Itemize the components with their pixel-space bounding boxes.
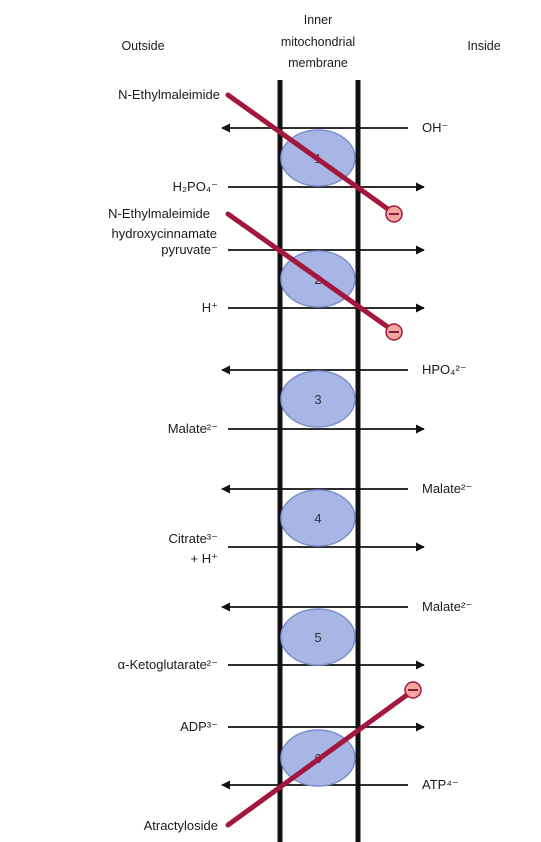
inhibitor-2: N-Ethylmaleimide hydroxycinnamate	[108, 206, 403, 341]
carrier-2: 2 pyruvate⁻ H⁺	[161, 242, 425, 315]
label-citrate-proton: + H⁺	[191, 551, 218, 566]
header-outside: Outside	[121, 39, 164, 53]
label-ketoglutarate: α-Ketoglutarate²⁻	[118, 657, 218, 672]
carrier-4: 4 Malate²⁻ Citrate³⁻ + H⁺	[169, 481, 473, 566]
label-inhibitor-1: N-Ethylmaleimide	[118, 87, 220, 102]
label-phosphate: H₂PO₄⁻	[173, 179, 218, 194]
label-citrate: Citrate³⁻	[169, 531, 218, 546]
inhibitor-1: N-Ethylmaleimide	[118, 87, 403, 223]
label-inhibitor-2-line1: N-Ethylmaleimide	[108, 206, 210, 221]
label-malate-out: Malate²⁻	[168, 421, 218, 436]
label-inhibitor-2-line2: hydroxycinnamate	[112, 226, 218, 241]
inhibitor-1-line	[225, 92, 395, 215]
inhibitor-3: Atractyloside	[144, 681, 422, 833]
carrier-3-number: 3	[314, 392, 321, 407]
inhibitor-3-line	[225, 689, 414, 828]
label-pyruvate: pyruvate⁻	[161, 242, 218, 257]
label-adp: ADP³⁻	[180, 719, 218, 734]
inhibitor-2-line	[225, 211, 395, 333]
label-malate-in-5: Malate²⁻	[422, 599, 472, 614]
carrier-5-number: 5	[314, 630, 321, 645]
label-proton: H⁺	[202, 300, 218, 315]
carrier-3: 3 HPO₄²⁻ Malate²⁻	[168, 362, 467, 436]
carrier-4-number: 4	[314, 511, 321, 526]
carrier-1: 1 OH⁻ H₂PO₄⁻	[173, 120, 449, 194]
header-membrane-line2: mitochondrial	[281, 35, 355, 49]
header-membrane-line3: membrane	[288, 56, 348, 70]
carrier-5: 5 Malate²⁻ α-Ketoglutarate²⁻	[118, 599, 473, 672]
label-inhibitor-3: Atractyloside	[144, 818, 218, 833]
label-atp: ATP⁴⁻	[422, 777, 459, 792]
label-malate-in-4: Malate²⁻	[422, 481, 472, 496]
carrier-4-ellipse	[280, 489, 356, 547]
header-inside: Inside	[467, 39, 500, 53]
carrier-3-ellipse	[280, 370, 356, 428]
label-hpo4: HPO₄²⁻	[422, 362, 467, 377]
carrier-5-ellipse	[280, 608, 356, 666]
header-membrane-line1: Inner	[304, 13, 333, 27]
label-oh: OH⁻	[422, 120, 448, 135]
